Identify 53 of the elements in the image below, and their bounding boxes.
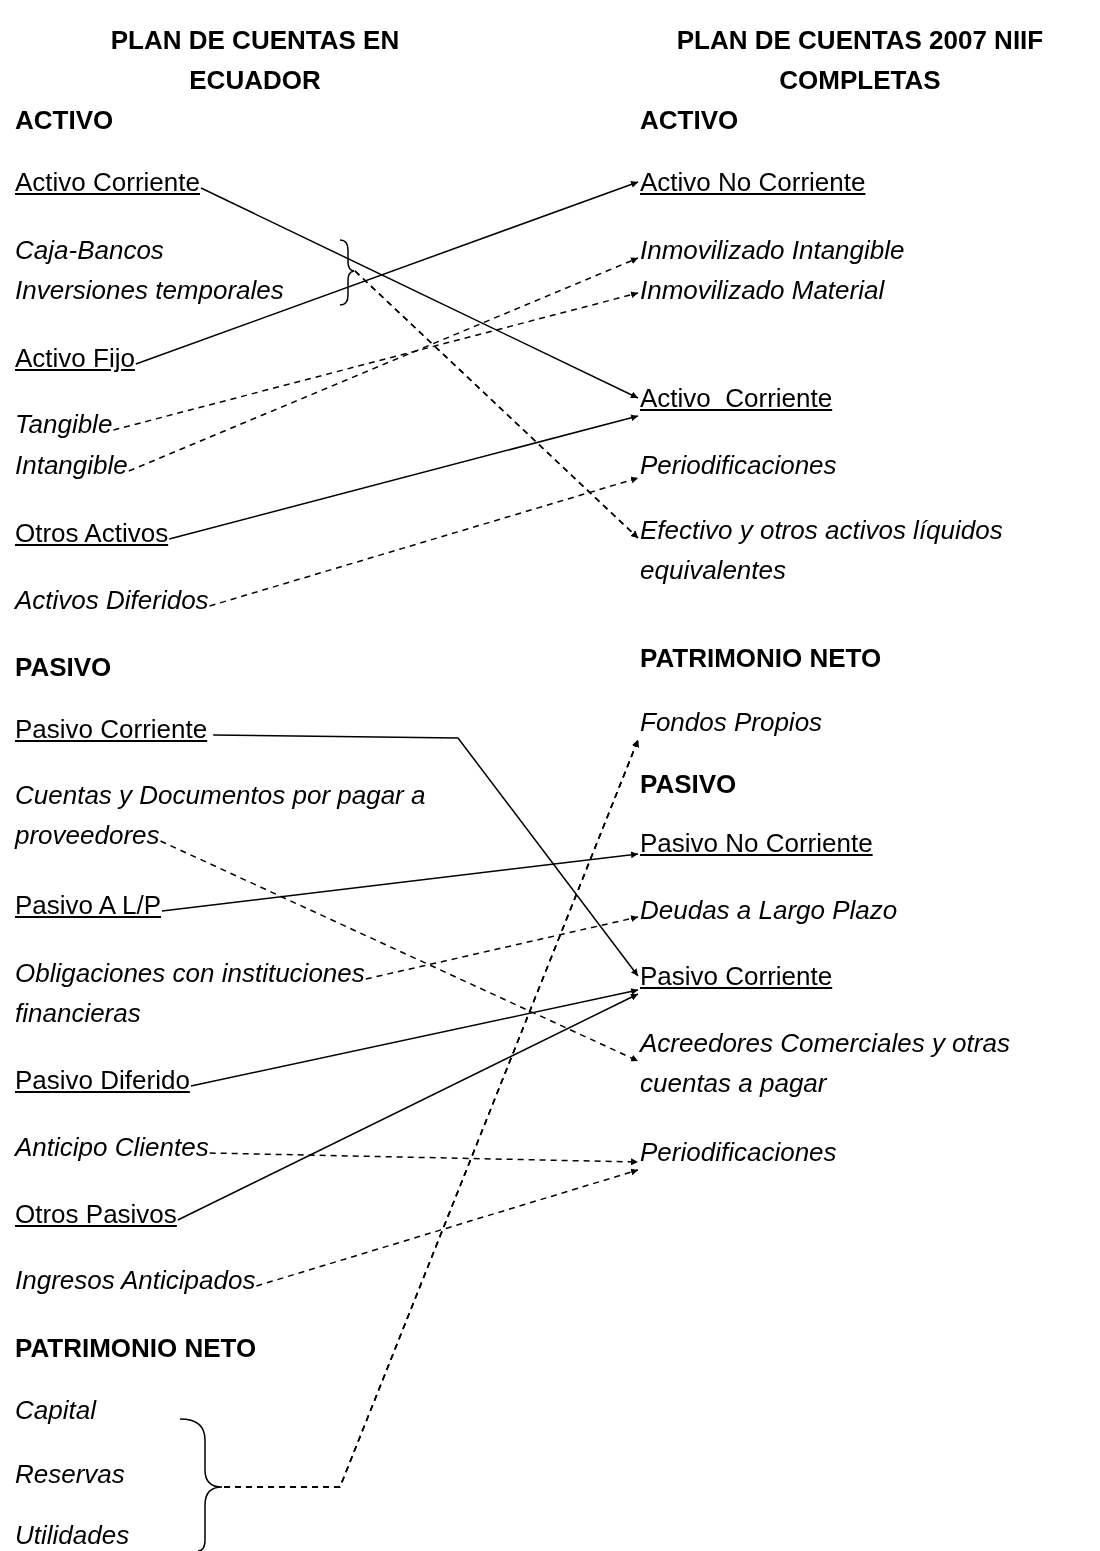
account-name: Activo Fijo: [15, 338, 135, 378]
account-name: Periodificaciones: [640, 1132, 837, 1172]
column-title: PLAN DE CUENTAS EN ECUADOR: [109, 24, 401, 97]
arrow: [212, 734, 639, 977]
account-name: Periodificaciones: [640, 445, 837, 485]
section-heading: PATRIMONIO NETO: [15, 1332, 257, 1365]
section-heading: PASIVO: [640, 768, 737, 801]
account-name: Reservas: [15, 1454, 125, 1494]
arrow: [168, 414, 639, 540]
account-name: Deudas a Largo Plazo: [640, 890, 898, 930]
arrow: [177, 993, 639, 1221]
account-name: Pasivo Corriente: [640, 956, 833, 996]
account-name: Activo No Corriente: [640, 162, 866, 202]
section-heading: PATRIMONIO NETO: [640, 642, 882, 675]
account-name: Pasivo Corriente: [15, 709, 208, 749]
section-heading: ACTIVO: [15, 104, 114, 137]
section-heading: ACTIVO: [640, 104, 739, 137]
account-name: Efectivo y otros activos líquidos equivalentes: [640, 510, 1090, 590]
arrow: [159, 840, 639, 1062]
account-name: Caja-Bancos: [15, 230, 164, 270]
account-name: Cuentas y Documentos por pagar a proveedores: [15, 775, 445, 855]
account-name: Activo Corriente: [15, 162, 200, 202]
arrow: [112, 291, 639, 431]
arrow: [190, 988, 639, 1087]
account-name: Pasivo Diferido: [15, 1060, 190, 1100]
arrow: [128, 257, 639, 472]
account-name: Anticipo Clientes: [15, 1127, 209, 1167]
arrow: [200, 187, 639, 399]
account-name: Otros Activos: [15, 513, 169, 553]
account-name: Otros Pasivos: [15, 1194, 177, 1234]
column-title: PLAN DE CUENTAS 2007 NIIF COMPLETAS: [675, 24, 1045, 97]
account-name: Inmovilizado Material: [640, 270, 885, 310]
account-name: Ingresos Anticipados: [15, 1260, 256, 1300]
account-name: Activo Corriente: [640, 378, 833, 418]
section-heading: PASIVO: [15, 651, 112, 684]
account-name: Activos Diferidos: [15, 580, 209, 620]
arrow: [365, 915, 639, 980]
account-name: Pasivo A L/P: [15, 885, 161, 925]
arrow: [208, 476, 639, 607]
arrow: [161, 851, 639, 912]
arrow: [208, 1152, 639, 1166]
account-name: Inversiones temporales: [15, 270, 284, 310]
arrow: [255, 1168, 639, 1287]
account-name: Fondos Propios: [640, 702, 823, 742]
arrow: [135, 181, 639, 365]
account-name: Intangible: [15, 445, 128, 485]
account-name: Utilidades: [15, 1515, 130, 1551]
account-name: Inmovilizado Intangible: [640, 230, 905, 270]
account-name: Acreedores Comerciales y otras cuentas a pagar: [640, 1023, 1100, 1103]
account-name: Pasivo No Corriente: [640, 823, 873, 863]
account-name: Obligaciones con instituciones financieras: [15, 953, 415, 1033]
account-name: Tangible: [15, 404, 113, 444]
account-name: Capital: [15, 1390, 96, 1430]
